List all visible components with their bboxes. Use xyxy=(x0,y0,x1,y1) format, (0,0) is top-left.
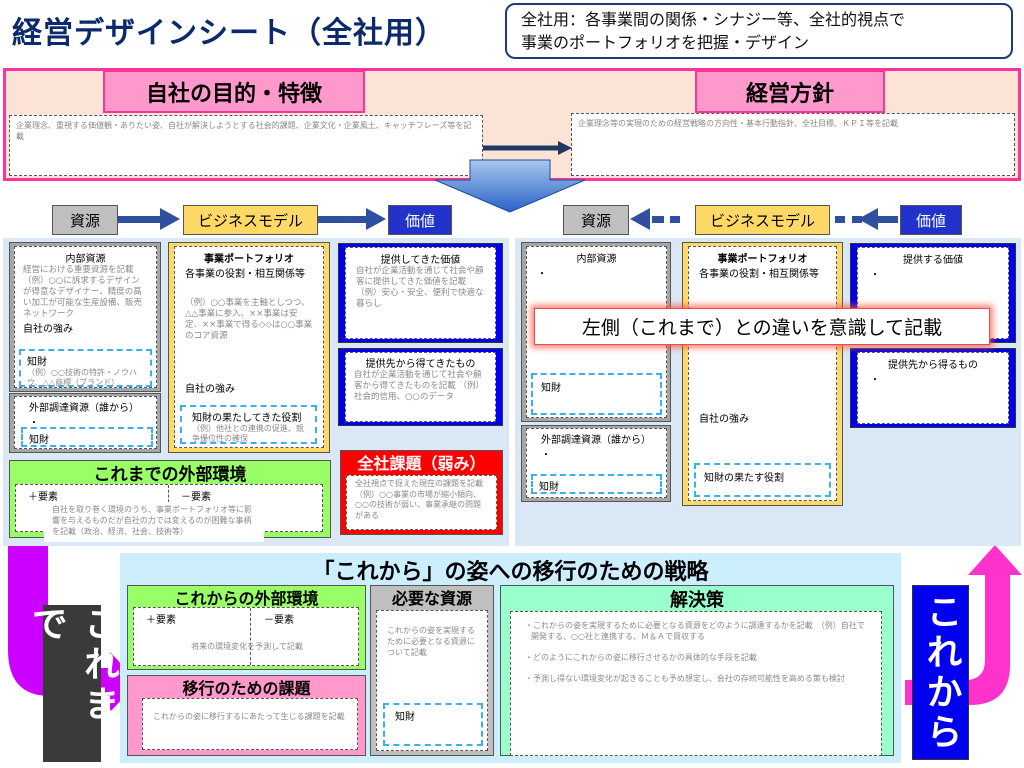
minus-factor-label: －要素 xyxy=(181,492,211,503)
past-value-text: 自社が企業活動を通じて社会や顧客に提供してきた価値を記載 （例）安心・安全、便利… xyxy=(356,266,484,309)
transition-issue-title: 移行のための課題 xyxy=(182,679,311,698)
page-title: 経営デザインシート（全社用） xyxy=(12,16,446,51)
past-internal-title: 内部資源 xyxy=(65,254,106,265)
bullet: ・ xyxy=(29,418,39,429)
future-note: 左側（これまで）との違いを意識して記載 xyxy=(534,308,990,345)
future-env-title: これからの外部環境 xyxy=(174,589,319,608)
past-portfolio-sub: 各事業の役割・相互関係等 xyxy=(185,269,305,280)
past-ip-role-box[interactable]: 知財の果たしてきた役割 （例）他社との連携の促進、競争優位性の確保 xyxy=(180,405,317,444)
flow-resource-label: 資源 xyxy=(52,205,118,235)
plus-factor-label: ＋要素 xyxy=(28,492,58,503)
curved-arrow-future-icon xyxy=(905,545,1022,705)
future-env-box[interactable]: ＋要素 －要素 将来の環境変化を予測して記載 xyxy=(133,607,359,666)
solution-item: ・これからの姿を実現するために必要となる資源をどのように調達するかを記載 （例）… xyxy=(525,621,865,641)
transition-issue-box[interactable]: これからの姿に移行するにあたって生じる課題を記載 xyxy=(142,698,358,750)
minus-factor-label: －要素 xyxy=(264,615,294,626)
past-ip-role-text: （例）他社との連携の促進、競争優位性の確保 xyxy=(192,424,304,443)
past-side-label: これまで xyxy=(26,605,119,762)
callout: 全社用：各事業間の関係・シナジー等、全社的視点で 事業のポートフォリオを把握・デ… xyxy=(505,3,1013,59)
future-strength: 自社の強み xyxy=(699,414,749,425)
past-issue-box[interactable]: 全社視点で捉えた現在の課題を記載 （例）○○事業の市場が縮小傾向、○○の技術が弱… xyxy=(346,475,497,530)
future-portfolio-sub: 各事業の役割・相互関係等 xyxy=(699,269,819,280)
past-gain-title: 提供先から得てきたもの xyxy=(365,359,476,370)
curved-arrow-past-icon xyxy=(8,545,138,712)
past-gain-box[interactable]: 提供先から得てきたもの 自社が企業活動を通じて社会や顧客から得てきたものを記載 … xyxy=(345,352,496,422)
solution-box[interactable]: ・これからの姿を実現するために必要となる資源をどのように調達するかを記載 （例）… xyxy=(510,611,882,756)
past-strength: 自社の強み xyxy=(23,324,73,335)
past-portfolio-title: 事業ポートフォリオ xyxy=(204,254,294,265)
future-value-title: 提供する価値 xyxy=(903,255,963,266)
bullet: ・ xyxy=(870,375,880,386)
past-external-title: 外部調達資源（誰から） xyxy=(29,403,139,414)
flow-business-model-label-future: ビジネスモデル xyxy=(695,205,830,235)
future-external-box[interactable]: 外部調達資源（誰から） ・ xyxy=(526,428,667,498)
past-env-text: 自社を取り巻く環境のうち、事業ポートフォリオ等に影響を与えるものだが自社の力では… xyxy=(44,502,264,542)
future-ip-role-box[interactable]: 知財の果たす役割 xyxy=(694,463,831,497)
past-portfolio-text: （例）○○事業を主軸としつつ、△△事業に参入、××事業は安定、××事業で得る◇◇… xyxy=(185,298,313,341)
purpose-textbox[interactable]: 企業理念、重視する価値観・ありたい姿、自社が解決しようとする社会的課題、企業文化… xyxy=(9,115,483,176)
required-ip-box[interactable]: 知財 xyxy=(383,703,483,746)
past-internal-box[interactable]: 内部資源 経営における重要資源を記載 （例）○○に訴求するデザインが得意なデザイ… xyxy=(14,246,157,388)
past-ip-role-title: 知財の果たしてきた役割 xyxy=(192,413,302,424)
required-resource-box[interactable]: これからの姿を実現するために必要となる資源について記載 xyxy=(376,610,488,751)
required-resource-text: これからの姿を実現するために必要となる資源について記載 xyxy=(387,626,475,657)
future-portfolio-title: 事業ポートフォリオ xyxy=(717,254,808,265)
future-portfolio-box[interactable]: 事業ポートフォリオ 各事業の役割・相互関係等 自社の強み xyxy=(688,246,837,501)
future-gain-title: 提供先から得るもの xyxy=(888,360,978,371)
past-value-box[interactable]: 提供してきた価値 自社が企業活動を通じて社会や顧客に提供してきた価値を記載 （例… xyxy=(345,247,496,339)
flow-arrow-left-icon xyxy=(630,208,898,230)
plus-factor-label: ＋要素 xyxy=(146,615,176,626)
past-value-title: 提供してきた価値 xyxy=(380,255,461,266)
future-ip-box[interactable]: 知財 xyxy=(531,373,662,415)
flow-value-label-future: 価値 xyxy=(900,205,962,235)
past-internal-text: 経営における重要資源を記載 （例）○○に訴求するデザインが得意なデザイナー、精度… xyxy=(23,265,143,319)
policy-header: 経営方針 xyxy=(695,70,885,113)
callout-line: 全社用：各事業間の関係・シナジー等、全社的視点で xyxy=(521,10,906,29)
future-internal-title: 内部資源 xyxy=(576,254,617,265)
past-portfolio-strength: 自社の強み xyxy=(185,384,235,395)
solution-item: ・予測し得ない環境変化が起きることも予め想定し、会社の存続可能性を高める策も検討 xyxy=(525,674,845,683)
flow-resource-label-future: 資源 xyxy=(563,205,629,235)
past-ip-title: 知財 xyxy=(27,357,47,368)
purpose-header: 自社の目的・特徴 xyxy=(103,70,365,113)
future-external-title: 外部調達資源（誰から） xyxy=(541,435,651,446)
bullet: ・ xyxy=(541,450,551,461)
past-portfolio-box[interactable]: 事業ポートフォリオ 各事業の役割・相互関係等 （例）○○事業を主軸としつつ、△△… xyxy=(174,246,324,448)
past-external-ip-box[interactable]: 知財 xyxy=(21,427,153,447)
strategy-title: 「これから」の姿への移行のための戦略 xyxy=(312,560,709,585)
solution-item: ・どのようにこれからの姿に移行させるかの具体的な手段を記載 xyxy=(525,653,757,662)
past-ip-text: （例）○○技術の特許・ノウハウ、△△商標（ブランド） xyxy=(27,368,137,387)
bullet: ・ xyxy=(537,269,547,280)
future-side-label: これから xyxy=(912,585,969,760)
callout-line: 事業のポートフォリオを把握・デザイン xyxy=(521,33,810,52)
past-issue-title: 全社課題（弱み） xyxy=(357,454,486,473)
arrow-right-icon xyxy=(483,141,572,155)
past-external-box[interactable]: 外部調達資源（誰から） ・ xyxy=(14,396,157,449)
divider xyxy=(250,608,251,665)
future-gain-box[interactable]: 提供先から得るもの ・ xyxy=(857,352,1009,424)
future-env-text: 将来の環境変化を予測して記載 xyxy=(191,642,303,651)
flow-value-label: 価値 xyxy=(388,205,452,235)
required-resource-title: 必要な資源 xyxy=(391,589,472,608)
past-env-title: これまでの外部環境 xyxy=(93,464,247,485)
future-external-ip-box[interactable]: 知財 xyxy=(531,474,662,494)
past-gain-text: 自社が企業活動を通じて社会や顧客から得てきたものを記載 （例）社会的信用、○○の… xyxy=(354,370,484,402)
bullet: ・ xyxy=(870,270,880,281)
policy-textbox[interactable]: 企業理念等の実現のための経営戦略の方向性・基本行動指針、全社目標、ＫＰＩ等を記載 xyxy=(571,113,1015,176)
flow-arrow-icon xyxy=(118,208,386,230)
flow-business-model-label: ビジネスモデル xyxy=(183,205,318,235)
down-arrow-icon xyxy=(434,159,586,213)
solution-title: 解決策 xyxy=(670,590,724,611)
past-ip-box[interactable]: 知財 （例）○○技術の特許・ノウハウ、△△商標（ブランド） xyxy=(19,349,152,387)
